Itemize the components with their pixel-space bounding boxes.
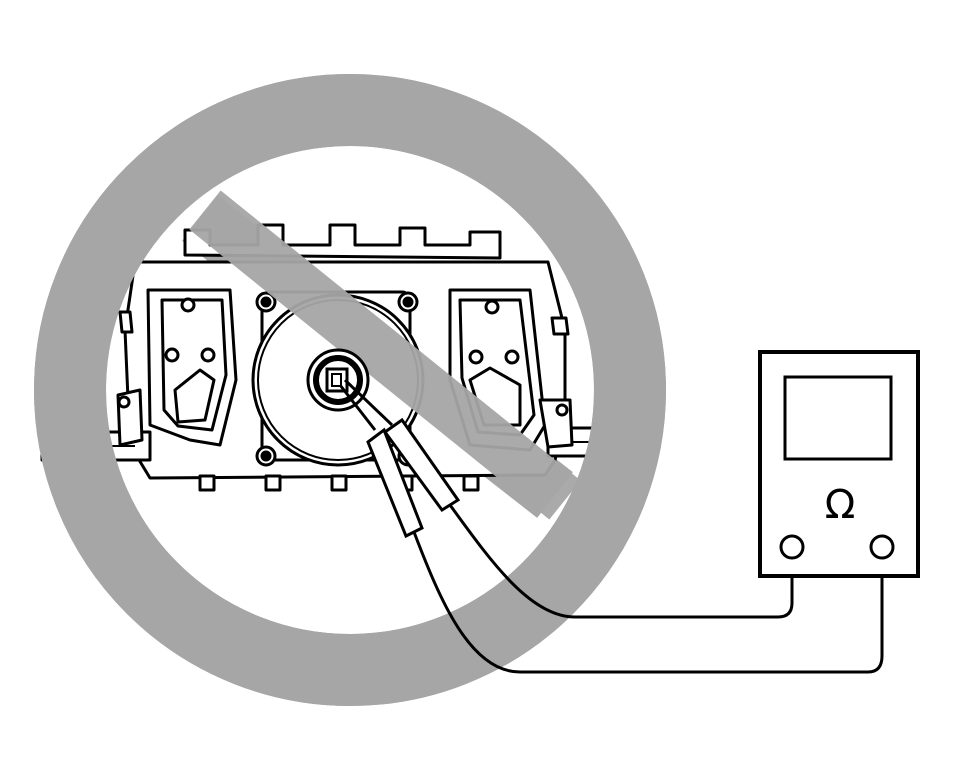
meter-terminal-negative <box>779 534 805 560</box>
test-probe-icon <box>338 378 461 539</box>
left-bracket <box>116 288 238 447</box>
probe-left <box>366 427 424 539</box>
probe-right <box>382 417 461 513</box>
module-bottom-studs <box>198 474 480 492</box>
ohm-symbol: Ω <box>825 482 856 528</box>
lead-left <box>412 531 884 674</box>
meter-display <box>783 375 893 461</box>
lead-right <box>448 504 794 619</box>
prohibition-slash <box>189 190 581 520</box>
prohibition-ring <box>34 74 666 706</box>
meter-terminal-positive <box>869 534 895 560</box>
ohmmeter-icon: Ω <box>758 350 920 578</box>
squib-connector <box>306 348 370 412</box>
test-leads <box>412 504 884 674</box>
